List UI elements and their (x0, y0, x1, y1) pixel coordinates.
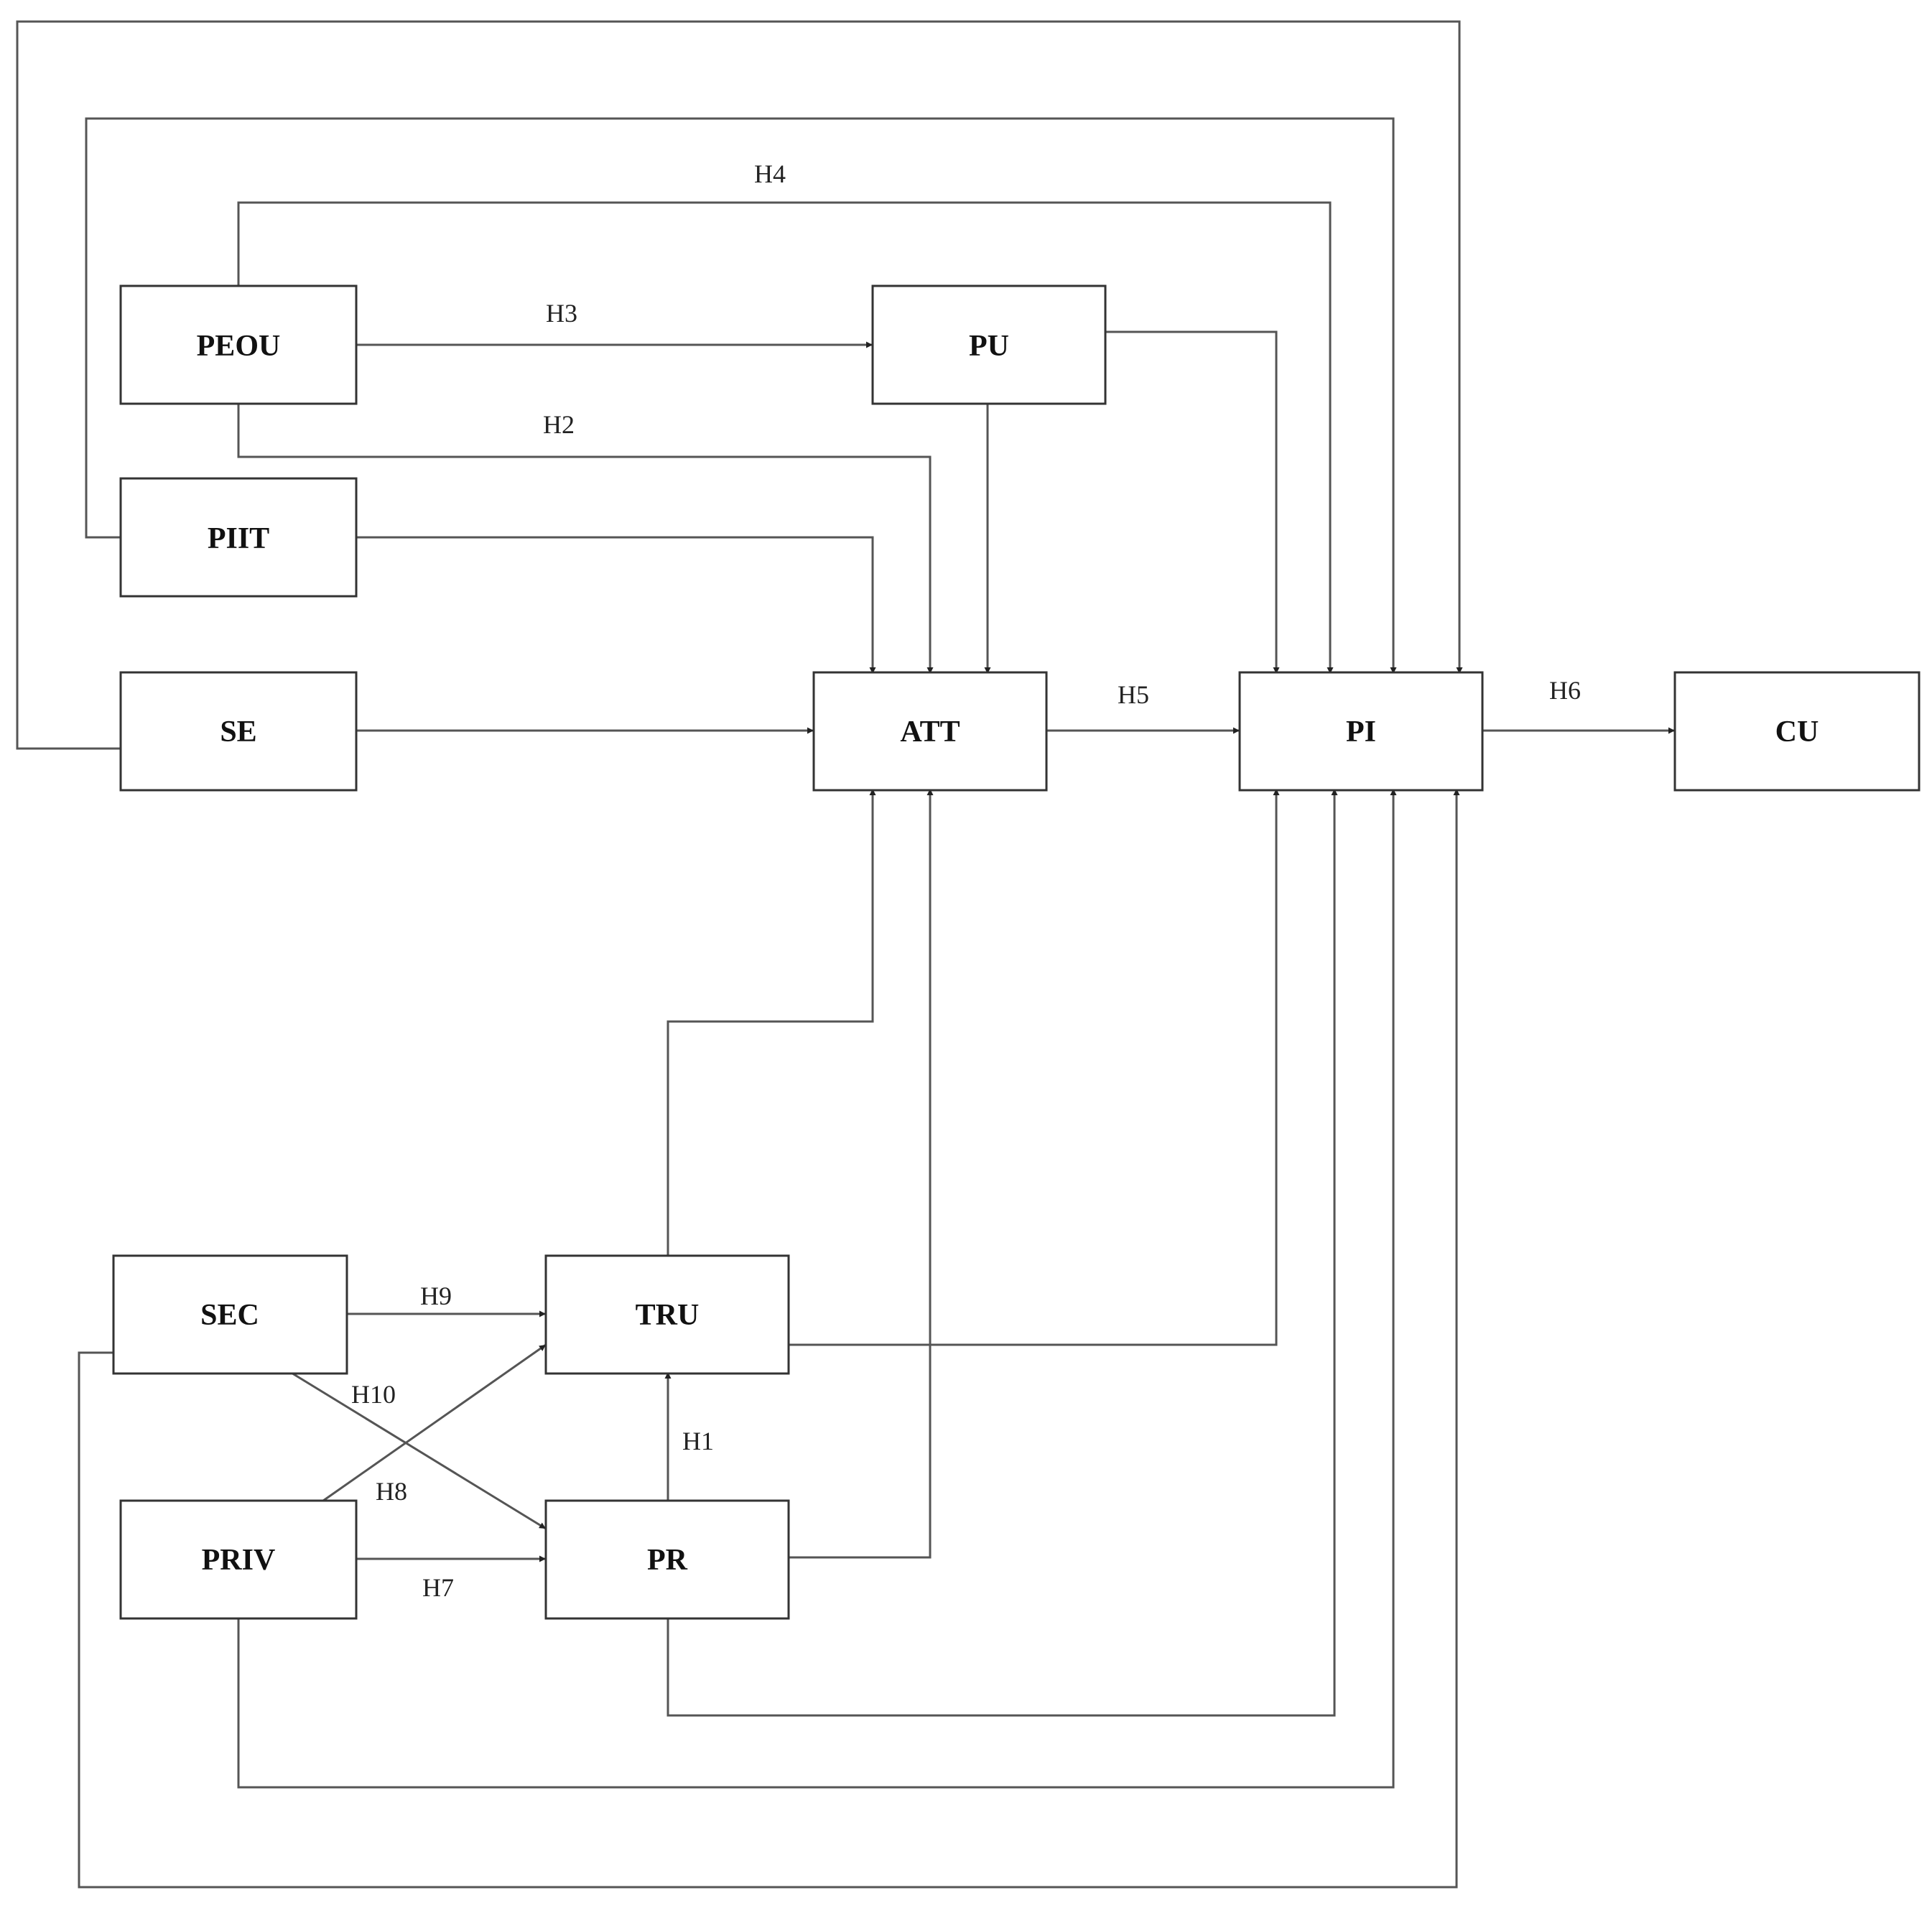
node-label-priv: PRIV (202, 1544, 276, 1577)
label-h1: H1 (682, 1427, 714, 1455)
edge-tru-pi (789, 789, 1280, 1346)
node-pr: PR (544, 1499, 790, 1620)
node-priv: PRIV (119, 1499, 358, 1620)
node-label-pu: PU (969, 330, 1009, 363)
node-label-peou: PEOU (197, 330, 281, 363)
node-label-pi: PI (1346, 715, 1376, 749)
node-cu: CU (1673, 671, 1921, 792)
hypothesis-labels: H4 H3 H2 H5 H6 H9 H10 H1 H8 H7 (351, 159, 1581, 1602)
node-att: ATT (812, 671, 1048, 792)
node-label-att: ATT (900, 715, 960, 749)
edges (16, 20, 1675, 1889)
node-sec: SEC (112, 1254, 348, 1375)
edge-pr-pi (667, 789, 1338, 1717)
label-h3: H3 (546, 299, 577, 328)
label-h6: H6 (1549, 676, 1581, 705)
node-label-piit: PIIT (208, 522, 269, 555)
node-label-sec: SEC (200, 1299, 259, 1332)
label-h2: H2 (543, 410, 575, 439)
node-piit: PIIT (119, 477, 358, 598)
node-label-se: SE (220, 715, 256, 749)
edge-pr-att (789, 789, 934, 1559)
edge-piit-att (356, 536, 876, 674)
label-h7: H7 (422, 1573, 454, 1602)
node-peou: PEOU (119, 284, 358, 405)
node-se: SE (119, 671, 358, 792)
label-h10: H10 (351, 1380, 396, 1409)
label-h9: H9 (420, 1282, 452, 1310)
node-label-pr: PR (647, 1544, 688, 1577)
node-pu: PU (871, 284, 1107, 405)
edge-peou-att-h2 (237, 404, 934, 674)
edge-piit-pi (85, 117, 1397, 674)
node-label-cu: CU (1775, 715, 1819, 749)
edge-pu-pi (1105, 330, 1280, 674)
edge-sec-pi (78, 789, 1460, 1889)
edge-priv-tru-h8 (322, 1343, 547, 1502)
node-tru: TRU (544, 1254, 790, 1375)
edge-se-pi (16, 20, 1463, 750)
edge-sec-pr-h10 (289, 1371, 547, 1530)
label-h4: H4 (754, 159, 786, 188)
label-h5: H5 (1118, 680, 1149, 709)
edge-tru-att (667, 789, 876, 1256)
node-label-tru: TRU (636, 1299, 700, 1332)
node-pi: PI (1238, 671, 1484, 792)
edge-priv-pi (237, 789, 1397, 1789)
edge-peou-pi-h4 (237, 201, 1334, 674)
label-h8: H8 (376, 1477, 407, 1506)
